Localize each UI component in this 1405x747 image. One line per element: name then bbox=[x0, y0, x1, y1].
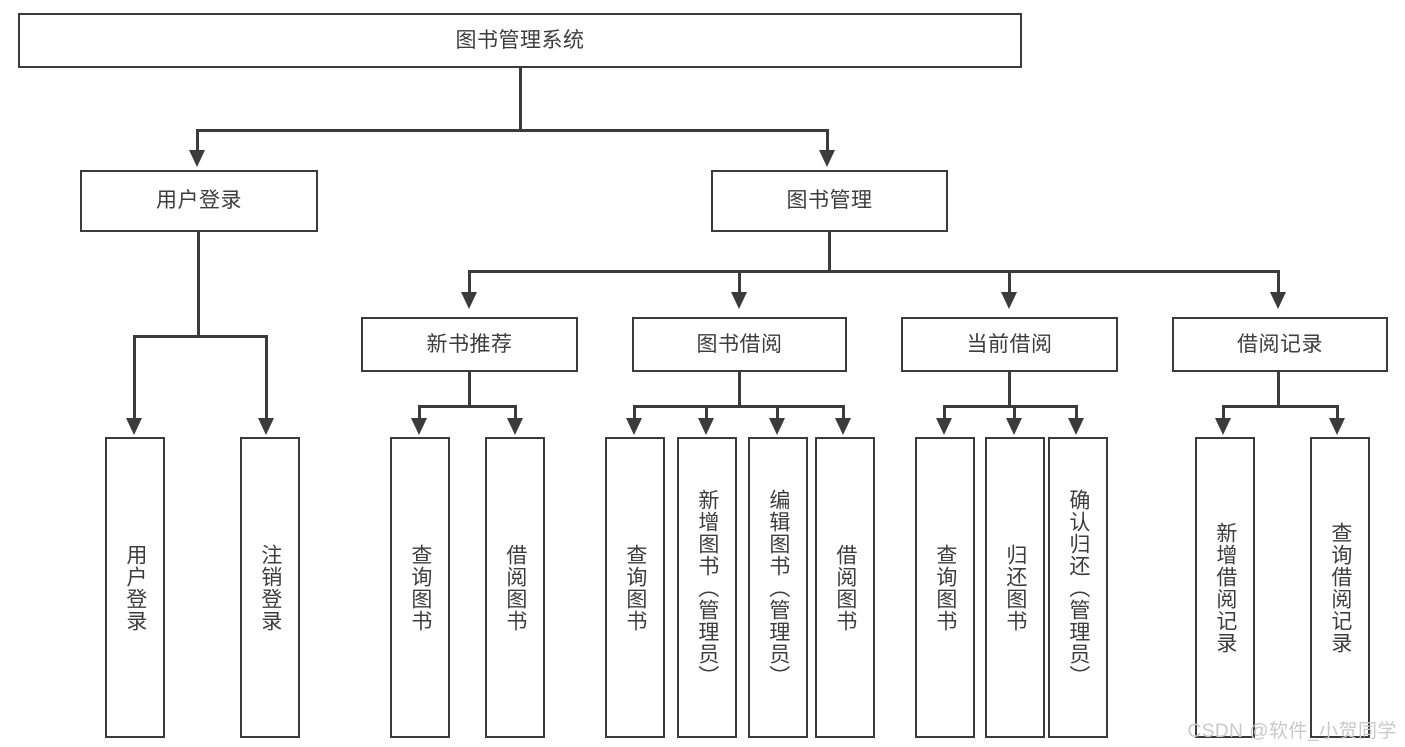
arrowhead-user-login bbox=[189, 150, 205, 167]
node-book-management[interactable]: 图书管理 bbox=[711, 170, 948, 232]
node-label: 图书管理 bbox=[786, 189, 873, 213]
arrowhead-query-record bbox=[1329, 418, 1345, 435]
connector-new-book-to-leaf-1 bbox=[418, 405, 421, 419]
connector-user-login-to-leaf-1 bbox=[133, 335, 136, 419]
arrowhead-confirm-return bbox=[1068, 418, 1084, 435]
node-label: 新增图书（管理员） bbox=[695, 488, 719, 687]
leaf-node-user-login[interactable]: 用户登录 bbox=[105, 437, 165, 738]
arrowhead-current-borrow bbox=[1001, 292, 1017, 309]
arrowhead-return-book bbox=[1006, 418, 1022, 435]
arrowhead-borrow-book-1 bbox=[507, 418, 523, 435]
arrowhead-edit-book bbox=[769, 418, 785, 435]
node-label: 当前借阅 bbox=[966, 332, 1053, 356]
connector-book-management-distributor bbox=[468, 270, 1280, 273]
connector-book-borrow-stem bbox=[738, 372, 741, 407]
connector-cb-to-leaf-1 bbox=[943, 405, 946, 419]
arrowhead-book-borrow bbox=[731, 292, 747, 309]
connector-bb-to-leaf-2 bbox=[705, 405, 708, 419]
connector-borrow-record-stem bbox=[1277, 372, 1280, 407]
node-label: 查询借阅记录 bbox=[1328, 521, 1352, 654]
connector-bm-to-current-borrow bbox=[1008, 270, 1011, 293]
arrowhead-query-book-1 bbox=[411, 418, 427, 435]
node-label: 用户登录 bbox=[123, 543, 147, 632]
connector-bm-to-book-borrow bbox=[738, 270, 741, 293]
connector-new-book-stem bbox=[468, 372, 471, 407]
node-label: 新增借阅记录 bbox=[1213, 521, 1237, 654]
leaf-node-borrow-book[interactable]: 借阅图书 bbox=[815, 437, 875, 738]
node-label: 借阅图书 bbox=[503, 543, 527, 632]
node-label: 查询图书 bbox=[408, 543, 432, 632]
connector-br-to-leaf-1 bbox=[1222, 405, 1225, 419]
connector-root-to-user-login bbox=[196, 129, 199, 151]
connector-book-borrow-distributor bbox=[633, 405, 845, 408]
connector-user-login-to-leaf-2 bbox=[265, 335, 268, 419]
connector-root-distributor bbox=[196, 129, 828, 132]
connector-user-login-stem bbox=[197, 232, 200, 337]
leaf-node-add-borrow-record[interactable]: 新增借阅记录 bbox=[1195, 437, 1255, 738]
node-label: 图书借阅 bbox=[696, 332, 783, 356]
arrowhead-borrow-record bbox=[1270, 292, 1286, 309]
node-current-borrow[interactable]: 当前借阅 bbox=[901, 317, 1118, 372]
arrowhead-leaf-logout bbox=[258, 418, 274, 435]
node-label: 借阅图书 bbox=[833, 543, 857, 632]
leaf-node-confirm-return-admin[interactable]: 确认归还（管理员） bbox=[1048, 437, 1108, 738]
node-user-login[interactable]: 用户登录 bbox=[80, 170, 318, 232]
arrowhead-add-book bbox=[698, 418, 714, 435]
arrowhead-borrow-book-2 bbox=[835, 418, 851, 435]
leaf-node-return-book[interactable]: 归还图书 bbox=[985, 437, 1045, 738]
arrowhead-query-book-2 bbox=[626, 418, 642, 435]
connector-new-book-distributor bbox=[418, 405, 517, 408]
connector-root-to-book-management bbox=[826, 129, 829, 151]
connector-bb-to-leaf-3 bbox=[776, 405, 779, 419]
connector-br-to-leaf-2 bbox=[1336, 405, 1339, 419]
leaf-node-query-book-new[interactable]: 查询图书 bbox=[390, 437, 450, 738]
arrowhead-add-record bbox=[1215, 418, 1231, 435]
connector-book-management-stem bbox=[828, 232, 831, 272]
connector-cb-to-leaf-3 bbox=[1075, 405, 1078, 419]
connector-cb-to-leaf-2 bbox=[1013, 405, 1016, 419]
leaf-node-query-book-borrow[interactable]: 查询图书 bbox=[605, 437, 665, 738]
leaf-node-logout[interactable]: 注销登录 bbox=[240, 437, 300, 738]
connector-current-borrow-stem bbox=[1008, 372, 1011, 407]
node-label: 新书推荐 bbox=[426, 332, 513, 356]
leaf-node-edit-book-admin[interactable]: 编辑图书（管理员） bbox=[748, 437, 808, 738]
node-label: 查询图书 bbox=[623, 543, 647, 632]
node-new-book-recommend[interactable]: 新书推荐 bbox=[361, 317, 578, 372]
connector-borrow-record-distributor bbox=[1222, 405, 1339, 408]
connector-bb-to-leaf-1 bbox=[633, 405, 636, 419]
connector-user-login-distributor bbox=[133, 335, 268, 338]
node-label: 图书管理系统 bbox=[455, 28, 585, 52]
leaf-node-add-book-admin[interactable]: 新增图书（管理员） bbox=[677, 437, 737, 738]
connector-current-borrow-distributor bbox=[943, 405, 1078, 408]
node-book-borrow[interactable]: 图书借阅 bbox=[632, 317, 847, 372]
connector-root-stem bbox=[519, 68, 522, 131]
node-label: 注销登录 bbox=[258, 543, 282, 632]
node-label: 借阅记录 bbox=[1237, 332, 1323, 356]
connector-bm-to-borrow-record bbox=[1277, 270, 1280, 293]
arrowhead-query-book-3 bbox=[936, 418, 952, 435]
arrowhead-leaf-user-login bbox=[126, 418, 142, 435]
connector-bb-to-leaf-4 bbox=[842, 405, 845, 419]
arrowhead-new-book bbox=[461, 292, 477, 309]
node-label: 确认归还（管理员） bbox=[1066, 488, 1090, 687]
node-root-book-management-system[interactable]: 图书管理系统 bbox=[18, 13, 1022, 68]
node-label: 编辑图书（管理员） bbox=[766, 488, 790, 687]
leaf-node-query-borrow-record[interactable]: 查询借阅记录 bbox=[1310, 437, 1370, 738]
connector-new-book-to-leaf-2 bbox=[514, 405, 517, 419]
node-borrow-record[interactable]: 借阅记录 bbox=[1172, 317, 1388, 372]
connector-bm-to-new-book bbox=[468, 270, 471, 293]
node-label: 查询图书 bbox=[933, 543, 957, 632]
node-label: 归还图书 bbox=[1003, 543, 1027, 632]
leaf-node-query-book-current[interactable]: 查询图书 bbox=[915, 437, 975, 738]
node-label: 用户登录 bbox=[156, 189, 242, 213]
arrowhead-book-management bbox=[819, 150, 835, 167]
leaf-node-borrow-book-new[interactable]: 借阅图书 bbox=[485, 437, 545, 738]
